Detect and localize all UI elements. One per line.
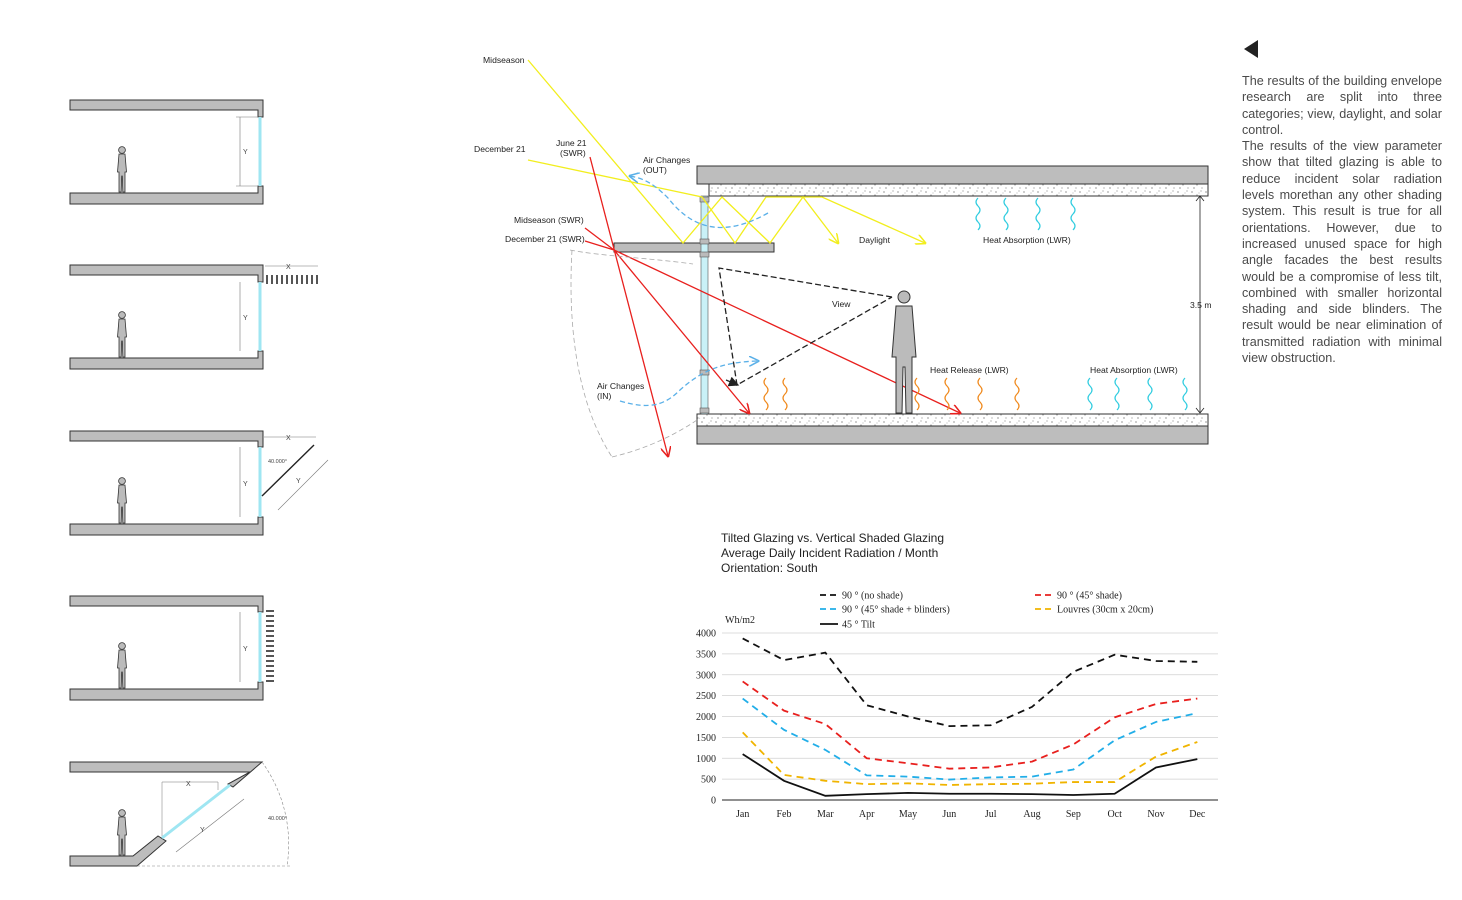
legend-label: 90 ° (no shade) bbox=[842, 591, 903, 602]
y-tick-label: 2000 bbox=[696, 712, 716, 723]
legend-label: Louvres (30cm x 20cm) bbox=[1057, 605, 1153, 616]
chart-legend: 90 ° (no shade) 90 ° (45° shade) 90 ° (45°… bbox=[820, 591, 1153, 631]
dimension-y-label: Y bbox=[243, 149, 248, 156]
dimension-y-label: Y bbox=[243, 315, 248, 322]
section-external-louvres: Y X bbox=[69, 264, 318, 370]
x-tick-label: May bbox=[899, 809, 917, 820]
overhang-shelf bbox=[613, 242, 775, 253]
air-changes bbox=[619, 176, 769, 407]
dimension-y-label: Y bbox=[200, 827, 205, 834]
series-line bbox=[742, 680, 1198, 770]
label-heat-release: Heat Release (LWR) bbox=[930, 365, 1009, 375]
chart-title-line-1: Tilted Glazing vs. Vertical Shaded Glazi… bbox=[721, 531, 944, 545]
heat-absorption-bottom-waves bbox=[1087, 377, 1188, 411]
heat-release-waves bbox=[763, 377, 1020, 411]
label-december21: December 21 bbox=[474, 144, 526, 154]
x-tick-label: Jun bbox=[942, 809, 956, 820]
back-arrow-button[interactable] bbox=[1244, 40, 1258, 58]
series-line bbox=[742, 753, 1198, 797]
x-tick-labels: Jan Feb Mar Apr May Jun Jul Aug Sep Oct Nov Dec bbox=[736, 809, 1206, 820]
dimension-x-label: X bbox=[286, 264, 291, 271]
description-paragraph-1: The results of the building envelope res… bbox=[1242, 74, 1442, 137]
dimension-x-label: X bbox=[186, 781, 191, 788]
label-midseason-swr: Midseason (SWR) bbox=[514, 215, 584, 225]
series-line bbox=[742, 637, 1198, 728]
y-tick-label: 4000 bbox=[696, 629, 716, 640]
y-tick-label: 3000 bbox=[696, 670, 716, 681]
y-tick-label: 1500 bbox=[696, 733, 716, 744]
heat-absorption-top-waves bbox=[975, 197, 1076, 231]
angle-label: 40.000° bbox=[268, 816, 287, 822]
label-view: View bbox=[832, 299, 851, 309]
description-text: The results of the building envelope res… bbox=[1242, 73, 1442, 366]
chart-title: Tilted Glazing vs. Vertical Shaded Glazi… bbox=[721, 531, 944, 575]
radiation-line-chart: Tilted Glazing vs. Vertical Shaded Glazi… bbox=[696, 531, 1218, 820]
y-tick-labels: 0 500 1000 1500 2000 2500 3000 3500 4000 bbox=[696, 629, 716, 807]
y-tick-label: 0 bbox=[711, 796, 716, 807]
x-tick-label: Dec bbox=[1189, 809, 1206, 820]
ceiling-slab bbox=[696, 165, 1209, 185]
label-air-changes-out: Air Changes bbox=[643, 155, 690, 165]
y-tick-label: 500 bbox=[701, 775, 716, 786]
label-air-in: (IN) bbox=[597, 391, 611, 401]
dimension-y-label: Y bbox=[296, 478, 301, 485]
label-midseason: Midseason bbox=[483, 55, 525, 65]
chart-series bbox=[742, 637, 1198, 797]
angle-label: 40.000° bbox=[268, 459, 287, 465]
section-vertical-glazing: Y bbox=[69, 99, 264, 205]
label-heat-absorption-bottom: Heat Absorption (LWR) bbox=[1090, 365, 1178, 375]
x-tick-label: Jul bbox=[985, 809, 997, 820]
x-tick-label: Apr bbox=[859, 809, 875, 820]
dimension-y-label: Y bbox=[243, 481, 248, 488]
section-side-blinders: Y bbox=[69, 595, 274, 701]
chart-title-line-2: Average Daily Incident Radiation / Month bbox=[721, 546, 938, 560]
series-line bbox=[742, 731, 1198, 786]
x-tick-label: Feb bbox=[777, 809, 792, 820]
x-tick-label: Oct bbox=[1107, 809, 1122, 820]
series-line bbox=[742, 697, 1198, 781]
legend-label: 45 ° Tilt bbox=[842, 620, 875, 631]
label-height: 3.5 m bbox=[1190, 300, 1212, 310]
dimension-x-label: X bbox=[286, 435, 291, 442]
person-figure bbox=[891, 290, 917, 414]
x-tick-label: Nov bbox=[1147, 809, 1164, 820]
dimension-y-label: Y bbox=[243, 646, 248, 653]
label-air-out: (OUT) bbox=[643, 165, 667, 175]
x-tick-label: Sep bbox=[1066, 809, 1081, 820]
label-daylight: Daylight bbox=[859, 235, 891, 245]
label-december21-swr: December 21 (SWR) bbox=[505, 234, 585, 244]
label-june21: June 21 bbox=[556, 138, 587, 148]
label-heat-absorption-top: Heat Absorption (LWR) bbox=[983, 235, 1071, 245]
label-air-changes-in: Air Changes bbox=[597, 381, 644, 391]
section-tilted-glazing: X Y 40.000° bbox=[69, 761, 292, 867]
view-cone bbox=[718, 267, 893, 387]
legend-label: 90 ° (45° shade) bbox=[1057, 591, 1122, 602]
chart-title-line-3: Orientation: South bbox=[721, 561, 818, 575]
sidebar: The results of the building envelope res… bbox=[1242, 40, 1442, 366]
x-tick-label: Jan bbox=[736, 809, 749, 820]
label-june21-swr: (SWR) bbox=[560, 148, 586, 158]
x-tick-label: Mar bbox=[817, 809, 834, 820]
x-tick-label: Aug bbox=[1023, 809, 1040, 820]
description-paragraph-2: The results of the view parameter show t… bbox=[1242, 139, 1442, 366]
glazing bbox=[700, 195, 709, 415]
sun-rays bbox=[527, 59, 925, 243]
y-tick-label: 3500 bbox=[696, 649, 716, 660]
facade-section-diagrams: Y Y X Y X Y 40.000° bbox=[69, 99, 329, 867]
y-axis-label: Wh/m2 bbox=[725, 615, 755, 626]
section-angled-shade: Y X Y 40.000° bbox=[69, 430, 329, 536]
y-tick-label: 2500 bbox=[696, 691, 716, 702]
main-section-diagram: Midseason December 21 June 21 (SWR) Mids… bbox=[474, 55, 1212, 520]
floor-slab bbox=[696, 413, 1209, 427]
y-tick-label: 1000 bbox=[696, 754, 716, 765]
legend-label: 90 ° (45° shade + blinders) bbox=[842, 605, 950, 616]
